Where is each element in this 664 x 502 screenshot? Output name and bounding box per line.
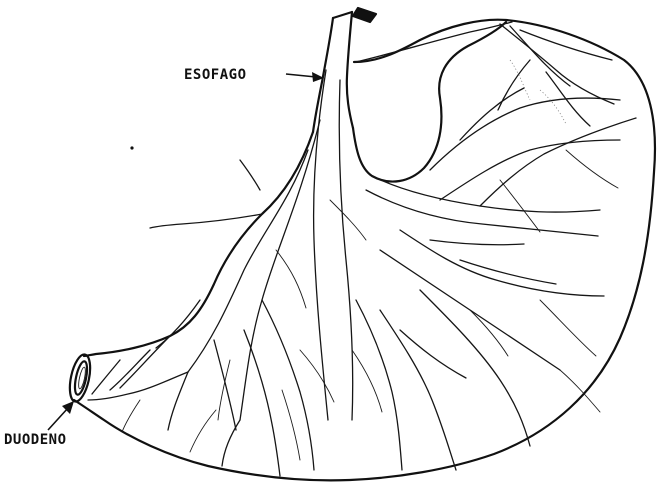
- duodenum-label: DUODENO: [4, 432, 67, 448]
- stray-dot: [130, 146, 133, 149]
- esophagus-label-group: ESOFAGO: [184, 67, 324, 83]
- duodenum-pointer-line: [48, 408, 68, 430]
- duodenum: [66, 353, 94, 404]
- esophagus: [313, 8, 376, 132]
- esophagus-label: ESOFAGO: [184, 67, 247, 83]
- blood-vessels: [88, 22, 636, 476]
- fundus-detail: [510, 60, 566, 124]
- duodenum-label-group: DUODENO: [4, 401, 74, 448]
- stomach-outline: [74, 20, 655, 481]
- esophagus-pointer-line: [286, 74, 316, 77]
